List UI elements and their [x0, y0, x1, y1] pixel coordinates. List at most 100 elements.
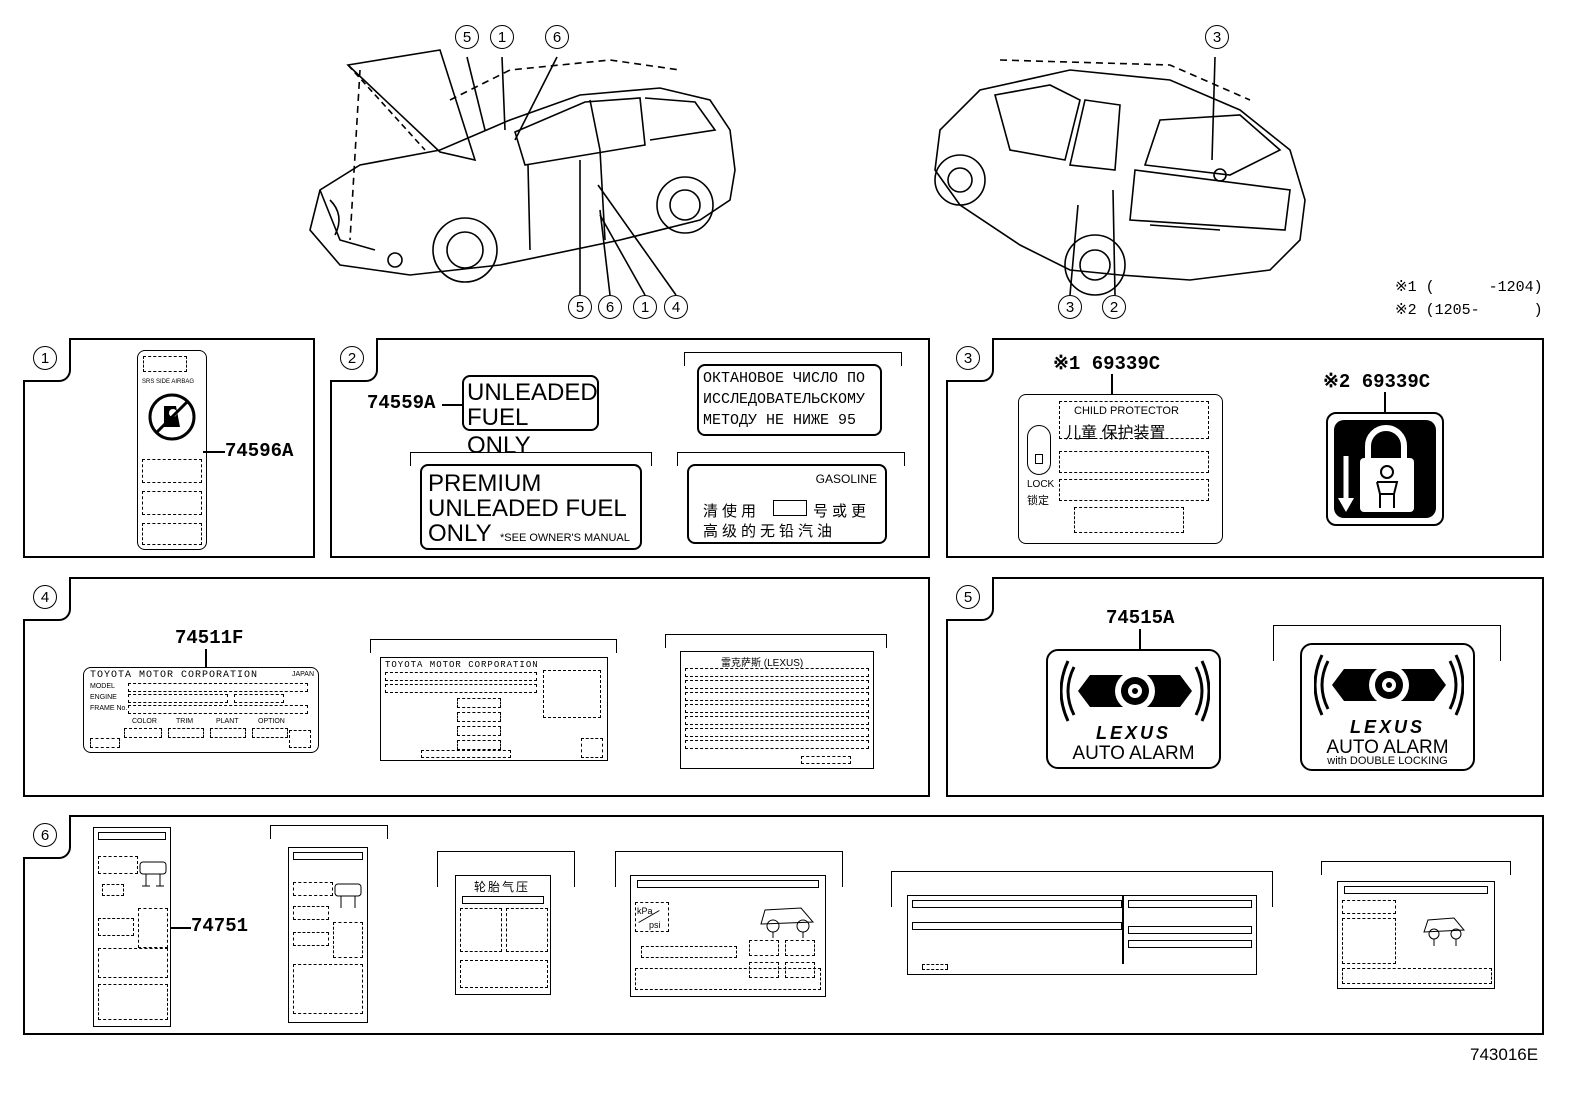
ru-line-1: ОКТАНОВОЕ ЧИСЛО ПО — [703, 370, 866, 387]
field-option — [252, 728, 288, 738]
plate-row-2 — [685, 680, 869, 689]
tire-pressure-cn-label: 轮胎气压 — [455, 875, 551, 995]
alarm-text: AUTO ALARM — [1326, 737, 1449, 758]
psi-unit: psi — [649, 920, 661, 930]
callout-3-bottom: 3 — [1058, 295, 1082, 319]
tire-loading-info-label — [907, 895, 1257, 975]
plate-title: TOYOTA MOTOR CORPORATION — [385, 660, 539, 670]
panel-tab: 6 — [23, 815, 71, 859]
plate-row-2 — [385, 684, 537, 693]
child-protector-cn: 儿童 保护装置 — [1065, 425, 1166, 442]
line-2: FUEL ONLY — [467, 404, 531, 459]
lock-cn: 锁定 — [1027, 495, 1049, 507]
tire-info-label-1 — [93, 827, 171, 1027]
plate-row-7 — [685, 740, 869, 749]
ru-line-2: ИССЛЕДОВАТЕЛЬСКОМУ — [703, 391, 866, 408]
plate-diagram — [543, 670, 601, 718]
label-block — [293, 964, 363, 1014]
premium-fuel-label: PREMIUM UNLEADED FUEL ONLY *SEE OWNER'S … — [420, 464, 642, 550]
child-protector-label: CHILD PROTECTOR 儿童 保护装置 LOCK 锁定 — [1018, 394, 1223, 544]
callout-5-top: 5 — [455, 25, 479, 49]
note-1: ※1 ( -1204) — [1395, 279, 1543, 296]
kpa-unit: kPa — [637, 906, 653, 916]
callout-6-bottom: 6 — [598, 295, 622, 319]
panel-tab: 2 — [330, 338, 378, 382]
label-footer — [922, 964, 948, 970]
car-tire-icon — [1423, 917, 1466, 946]
plate-field-2 — [457, 712, 501, 722]
leader-line — [442, 404, 462, 406]
field-barcode — [90, 738, 120, 748]
alarm-text: AUTO ALARM — [1072, 743, 1195, 764]
label-bracket — [410, 452, 652, 466]
line-1: PREMIUM — [428, 470, 542, 497]
label-block — [1342, 900, 1396, 914]
car-tire-icon — [760, 907, 815, 938]
small-text: SRS SIDE AIRBAG — [142, 379, 195, 385]
plate-row-3 — [685, 692, 869, 701]
front-car-illustration — [309, 49, 736, 296]
col-option: OPTION — [258, 718, 285, 725]
callout-3-top: 3 — [1205, 25, 1229, 49]
leader-line — [203, 451, 225, 453]
field-trim — [168, 728, 204, 738]
field-plant — [210, 728, 246, 738]
no-child-seat-icon — [148, 393, 196, 441]
note-2: ※2 (1205- ) — [1395, 302, 1543, 319]
label-block — [749, 962, 779, 978]
owners-manual-note: *SEE OWNER'S MANUAL — [500, 532, 630, 544]
row-frame: FRAME No. — [90, 705, 128, 712]
label-bracket — [891, 871, 1273, 907]
brand-logo: LEXUS — [1349, 717, 1425, 737]
tire-pressure-cn-title: 轮胎气压 — [474, 880, 531, 894]
ru-line-3: МЕТОДУ НЕ НИЖЕ 95 — [703, 412, 857, 429]
plate-footer — [801, 756, 851, 764]
label-row-1 — [1059, 451, 1209, 473]
callout-5-bottom: 5 — [568, 295, 592, 319]
label-header — [912, 900, 1122, 908]
plate-row-1 — [385, 672, 537, 681]
panel-tab: 3 — [946, 338, 994, 382]
child-lock-icon — [1334, 420, 1436, 518]
field-color — [124, 728, 162, 738]
label-footer — [1342, 968, 1492, 984]
field-frame — [128, 705, 308, 714]
label-block — [293, 932, 329, 946]
vertical-divider — [1122, 896, 1124, 964]
car-tire-icon — [334, 883, 362, 908]
part-number-74511F: 74511F — [175, 627, 244, 649]
col-trim: TRIM — [176, 718, 194, 725]
label-header — [98, 832, 166, 840]
gasoline-heading: GASOLINE — [815, 472, 877, 486]
label-row-3 — [1074, 507, 1184, 533]
part-number-74559A: 74559A — [367, 392, 436, 414]
row-engine: ENGINE — [90, 694, 117, 701]
tire-inflation-label — [1337, 881, 1495, 989]
label-block — [102, 884, 124, 896]
label-block — [785, 940, 815, 956]
leader-line — [1139, 629, 1141, 649]
label-block — [293, 882, 333, 896]
col-color: COLOR — [132, 718, 157, 725]
vin-plate-label: TOYOTA MOTOR CORPORATION JAPAN MODEL ENG… — [83, 667, 319, 753]
panel-number: 2 — [340, 346, 364, 370]
label-header-box — [143, 356, 187, 372]
label-bracket — [615, 851, 843, 887]
label-row — [1128, 940, 1252, 948]
part-number-74751: 74751 — [191, 915, 249, 937]
label-row-2 — [142, 491, 202, 515]
label-block — [635, 968, 821, 990]
leader-line — [205, 649, 207, 667]
panel-tab: 5 — [946, 577, 994, 621]
label-bracket — [1321, 861, 1511, 875]
lock-en: LOCK — [1027, 479, 1055, 490]
alarm-subtext: with DOUBLE LOCKING — [1327, 755, 1448, 767]
leader-line — [1384, 392, 1386, 412]
label-row — [912, 922, 1122, 930]
callout-6-top: 6 — [545, 25, 569, 49]
label-block — [98, 984, 168, 1020]
panel-tab: 1 — [23, 338, 71, 382]
leader-line — [171, 927, 191, 929]
label-block — [785, 962, 815, 978]
car-tire-icon — [139, 861, 167, 887]
